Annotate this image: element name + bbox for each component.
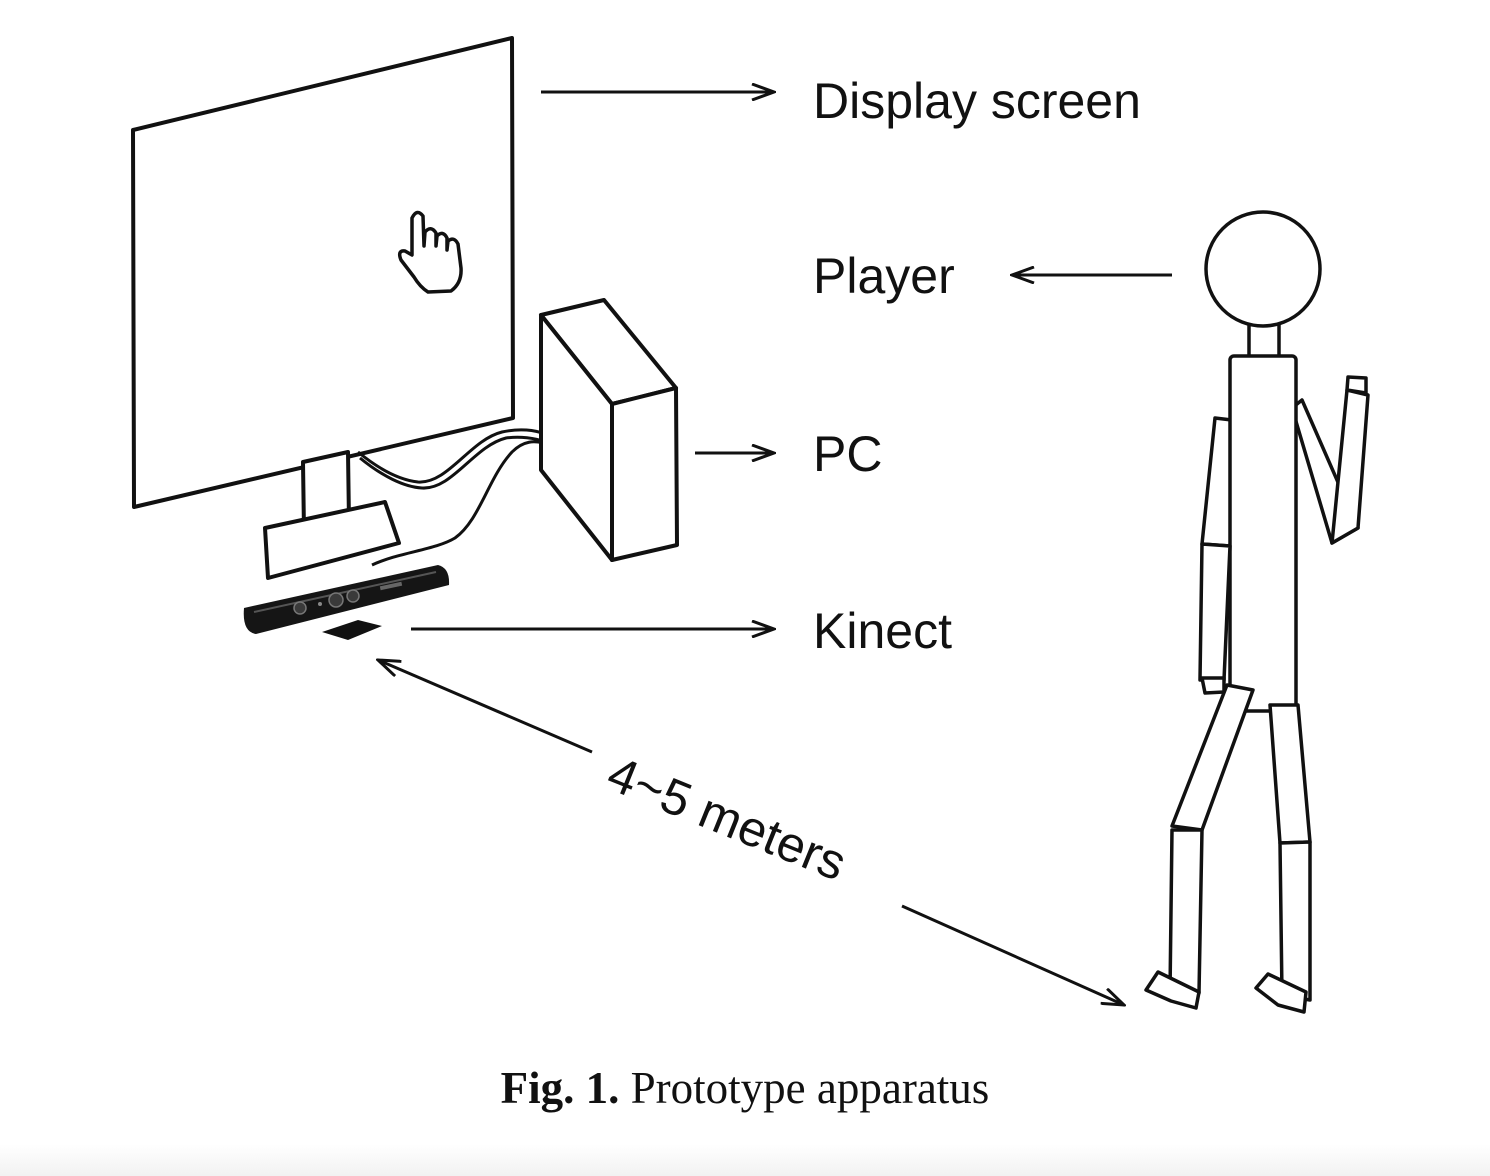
- figure-caption: Fig. 1. Prototype apparatus: [0, 1062, 1490, 1114]
- pc-tower: [539, 298, 679, 562]
- kinect-label: Kinect: [813, 603, 952, 659]
- figure-number: Fig. 1.: [500, 1063, 620, 1113]
- pc-label: PC: [813, 426, 882, 482]
- display-screen: [131, 36, 515, 580]
- kinect-sensor: [243, 565, 450, 640]
- cables: [357, 428, 546, 567]
- caption-text: Prototype apparatus: [630, 1063, 990, 1113]
- player-figure: [1144, 210, 1370, 1014]
- hand-cursor-icon: [397, 210, 463, 294]
- page-bottom-edge: [0, 1144, 1490, 1176]
- distance-arrow-left: [378, 660, 593, 754]
- distance-label: 4~5 meters: [600, 745, 854, 891]
- arrows: [378, 92, 1172, 1005]
- distance-arrow-right: [901, 904, 1124, 1005]
- player-label: Player: [813, 248, 955, 304]
- display-screen-label: Display screen: [813, 73, 1141, 129]
